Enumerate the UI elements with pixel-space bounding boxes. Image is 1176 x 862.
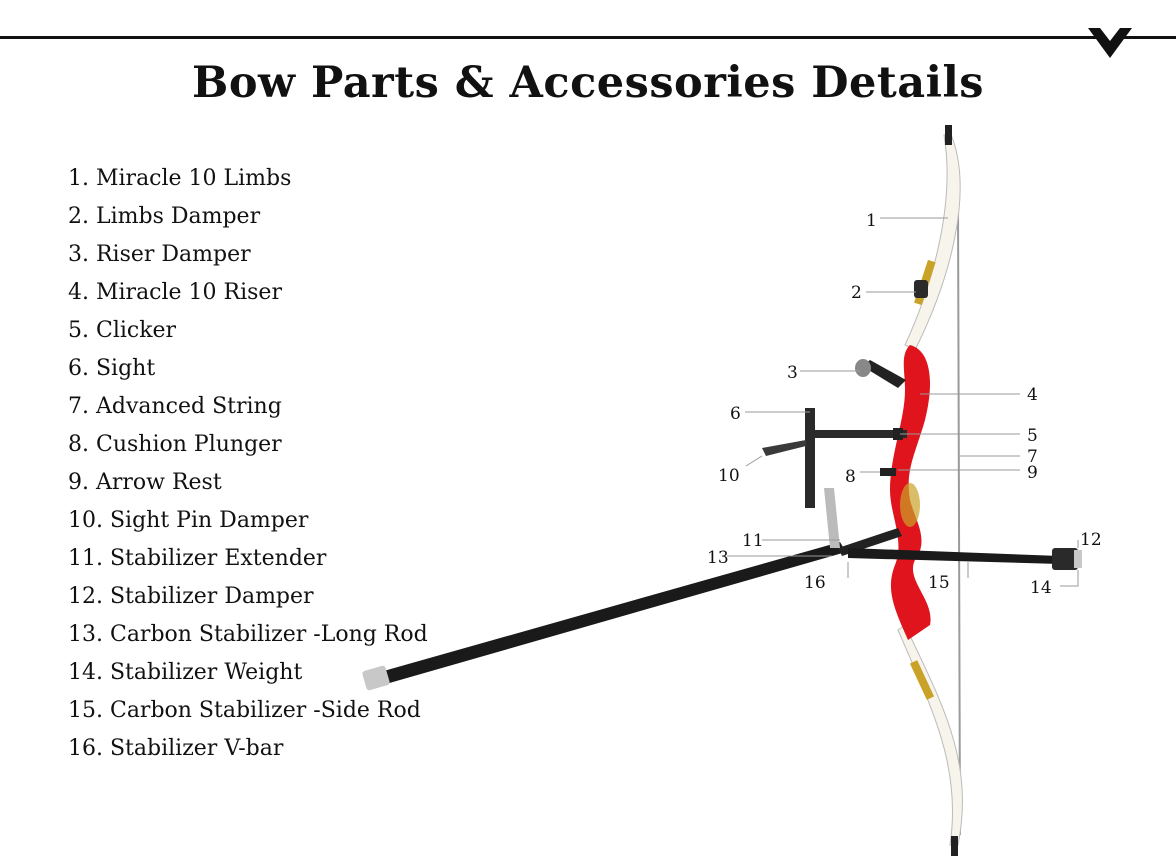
long-rod-weight	[362, 665, 390, 691]
callout-1: 1	[866, 211, 877, 231]
riser-grip	[900, 483, 920, 527]
callout-7: 7	[1027, 447, 1038, 467]
parts-list: 1. Miracle 10 Limbs 2. Limbs Damper 3. R…	[68, 164, 428, 772]
callout-13: 13	[707, 548, 729, 568]
list-item: 4. Miracle 10 Riser	[68, 280, 282, 305]
callout-16: 16	[804, 573, 826, 593]
callout-6: 6	[730, 404, 741, 424]
side-rod-weight	[1052, 548, 1078, 570]
callout-12: 12	[1080, 530, 1102, 550]
cushion-plunger	[880, 468, 896, 476]
limb-decal	[909, 660, 935, 700]
lower-limb-tip	[951, 836, 958, 856]
callout-10: 10	[718, 466, 740, 486]
list-item: 5. Clicker	[68, 318, 177, 343]
list-item: 8. Cushion Plunger	[68, 432, 282, 457]
limb-damper	[914, 280, 928, 298]
list-item: 6. Sight	[68, 356, 156, 381]
riser-damper-cap	[855, 359, 871, 377]
callout-11: 11	[742, 531, 764, 551]
list-item: 16. Stabilizer V-bar	[68, 736, 284, 761]
chevron-down-icon	[1088, 28, 1132, 58]
sight-extension	[812, 430, 907, 438]
riser	[890, 345, 931, 640]
sight-bar	[805, 408, 815, 508]
list-item: 7. Advanced String	[68, 394, 282, 419]
callout-5: 5	[1027, 426, 1038, 446]
list-item: 13. Carbon Stabilizer -Long Rod	[68, 622, 428, 647]
list-item: 14. Stabilizer Weight	[68, 660, 303, 685]
list-item: 12. Stabilizer Damper	[68, 584, 314, 609]
callout-2: 2	[851, 283, 862, 303]
side-rod	[848, 548, 1060, 564]
long-rod	[380, 542, 846, 684]
side-rod-damper	[1074, 550, 1082, 568]
list-item: 11. Stabilizer Extender	[68, 546, 327, 571]
upper-limb	[904, 131, 961, 351]
callout-3: 3	[787, 363, 798, 383]
top-rule	[0, 36, 1176, 39]
upper-limb-tip	[945, 125, 952, 145]
callout-14: 14	[1030, 578, 1052, 598]
callout-15: 15	[928, 573, 950, 593]
list-item: 1. Miracle 10 Limbs	[68, 166, 292, 191]
list-item: 3. Riser Damper	[68, 242, 251, 267]
sight-pin	[762, 440, 806, 456]
callout-8: 8	[845, 467, 856, 487]
list-item: 2. Limbs Damper	[68, 204, 261, 229]
riser-damper	[862, 360, 906, 388]
list-item: 10. Sight Pin Damper	[68, 508, 309, 533]
callout-9: 9	[1027, 463, 1038, 483]
list-item: 9. Arrow Rest	[68, 470, 222, 495]
v-bar-arm	[824, 488, 840, 548]
bow-string	[957, 204, 961, 836]
page-title: Bow Parts & Accessories Details	[192, 58, 984, 108]
callout-4: 4	[1027, 385, 1038, 405]
leader-lines	[727, 217, 1079, 587]
list-item: 15. Carbon Stabilizer -Side Rod	[68, 698, 421, 723]
clicker	[893, 428, 903, 440]
lower-limb	[897, 624, 963, 846]
